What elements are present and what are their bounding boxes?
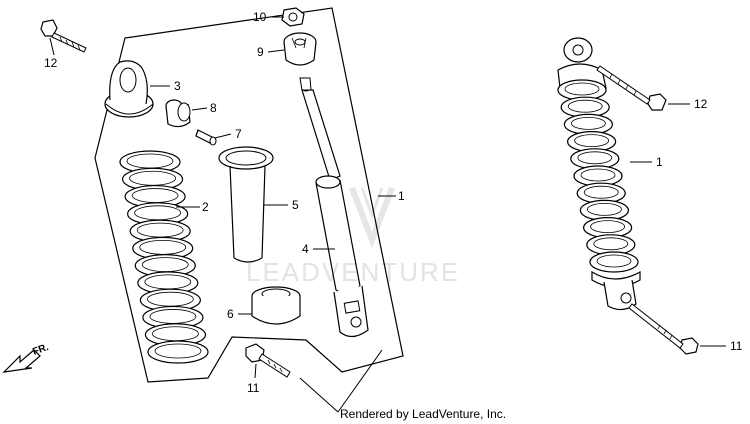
callout-3: 3 [174,79,181,93]
spring-coil-inner [152,326,199,342]
bushing-9 [283,32,317,66]
spring-coil-inner [154,343,202,359]
watermark: LEADVENTURE [246,186,460,287]
leader-lines [49,16,726,413]
spring-coil-inner [580,168,616,182]
spring-coil-inner [564,82,600,96]
direction-label: FR. [31,342,50,358]
callout-9: 9 [257,45,264,59]
assembly-outline [94,7,404,383]
callout-2: 2 [202,200,209,214]
callout-10: 10 [253,10,267,24]
callout-4: 4 [302,242,309,256]
callout-12-right: 12 [694,97,708,111]
coil-spring-2 [119,150,209,364]
spring-coil-inner [144,274,192,290]
spring-coil-inner [571,117,606,130]
collar-8 [165,99,191,128]
spring-coil-inner [136,222,184,238]
spring-coil-inner [590,220,625,234]
spring-coil-inner [587,202,622,216]
bolt-11-right [628,303,699,355]
callout-8: 8 [210,101,217,115]
spring-coil-inner [149,309,197,324]
spring-coil-inner [583,185,619,199]
bolt-12-left [40,19,87,53]
callout-12-left: 12 [44,56,58,70]
spring-coil-inner [134,205,182,221]
damper-4 [299,77,369,338]
spring-coil-inner [129,170,176,186]
nut-10 [281,7,305,27]
front-direction-arrow: FR. [2,342,50,373]
spring-coil-inner [593,237,629,251]
callout-7: 7 [235,127,242,141]
spring-coil-inner [146,291,194,307]
spring-coil-inner [574,134,609,148]
lower-seat-6 [251,286,301,325]
bolt-11-bottom [245,343,291,378]
bolt-12-right [596,65,667,111]
spring-coil-inner [567,99,603,113]
spring-coil-inner [577,151,613,165]
spring-coil-inner [126,153,174,169]
shock-assembly-right [557,37,641,311]
callout-11-bottom: 11 [247,381,260,395]
spring-coil-inner [139,239,187,255]
callout-6: 6 [227,307,234,321]
callout-11-right: 11 [730,339,743,353]
spring-coil-inner [131,188,179,203]
callout-1-right: 1 [656,155,663,169]
spring-coil-inner [596,254,632,268]
pin-7 [195,129,217,146]
callout-1-left: 1 [398,189,405,203]
credit-text: Rendered by LeadVenture, Inc. [340,407,506,421]
dust-cover-5 [218,146,274,263]
callout-labels: 12 10 9 3 8 7 1 2 5 4 6 11 12 1 11 [44,10,743,395]
top-mount-3 [104,60,154,118]
spring-coil-inner [141,257,189,273]
watermark-text: LEADVENTURE [246,257,460,287]
callout-5: 5 [292,198,299,212]
